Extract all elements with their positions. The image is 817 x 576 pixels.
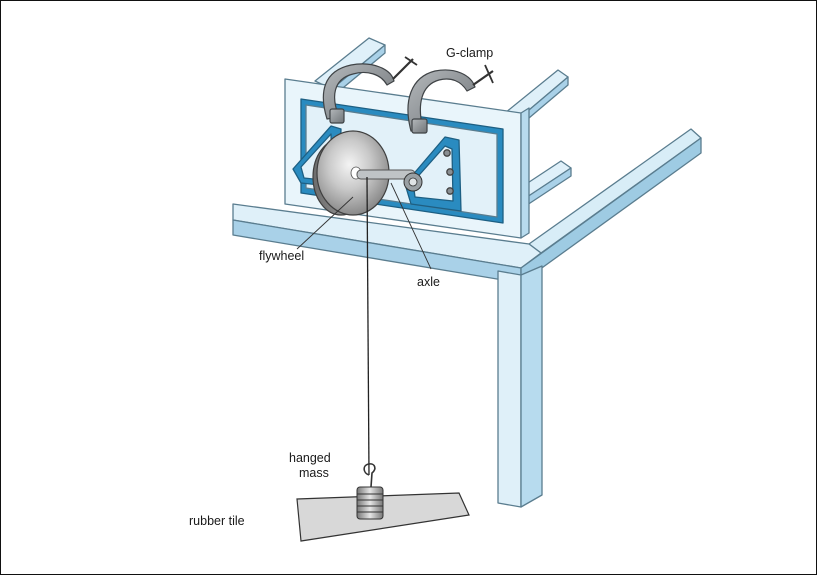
axle (356, 169, 423, 192)
leader-lines (296, 182, 432, 270)
flywheel-label: flywheel (259, 249, 304, 263)
hanged-mass-label-line2: mass (299, 466, 329, 480)
axle-leader (390, 182, 432, 270)
table-rear-edge (528, 128, 702, 254)
table-leg-front (497, 270, 522, 508)
g-clamp-label: G-clamp (446, 46, 493, 60)
axle-label: axle (417, 275, 440, 289)
hanged-mass (356, 463, 384, 520)
string (366, 176, 370, 476)
hanged-mass-label-line1: hanged (289, 451, 331, 465)
flywheel-leader (296, 196, 354, 250)
rubber-tile-label: rubber tile (189, 514, 245, 528)
table (232, 128, 702, 508)
g-clamp (322, 56, 494, 134)
table-leg-side (520, 265, 543, 508)
table-side-edge (520, 137, 702, 284)
